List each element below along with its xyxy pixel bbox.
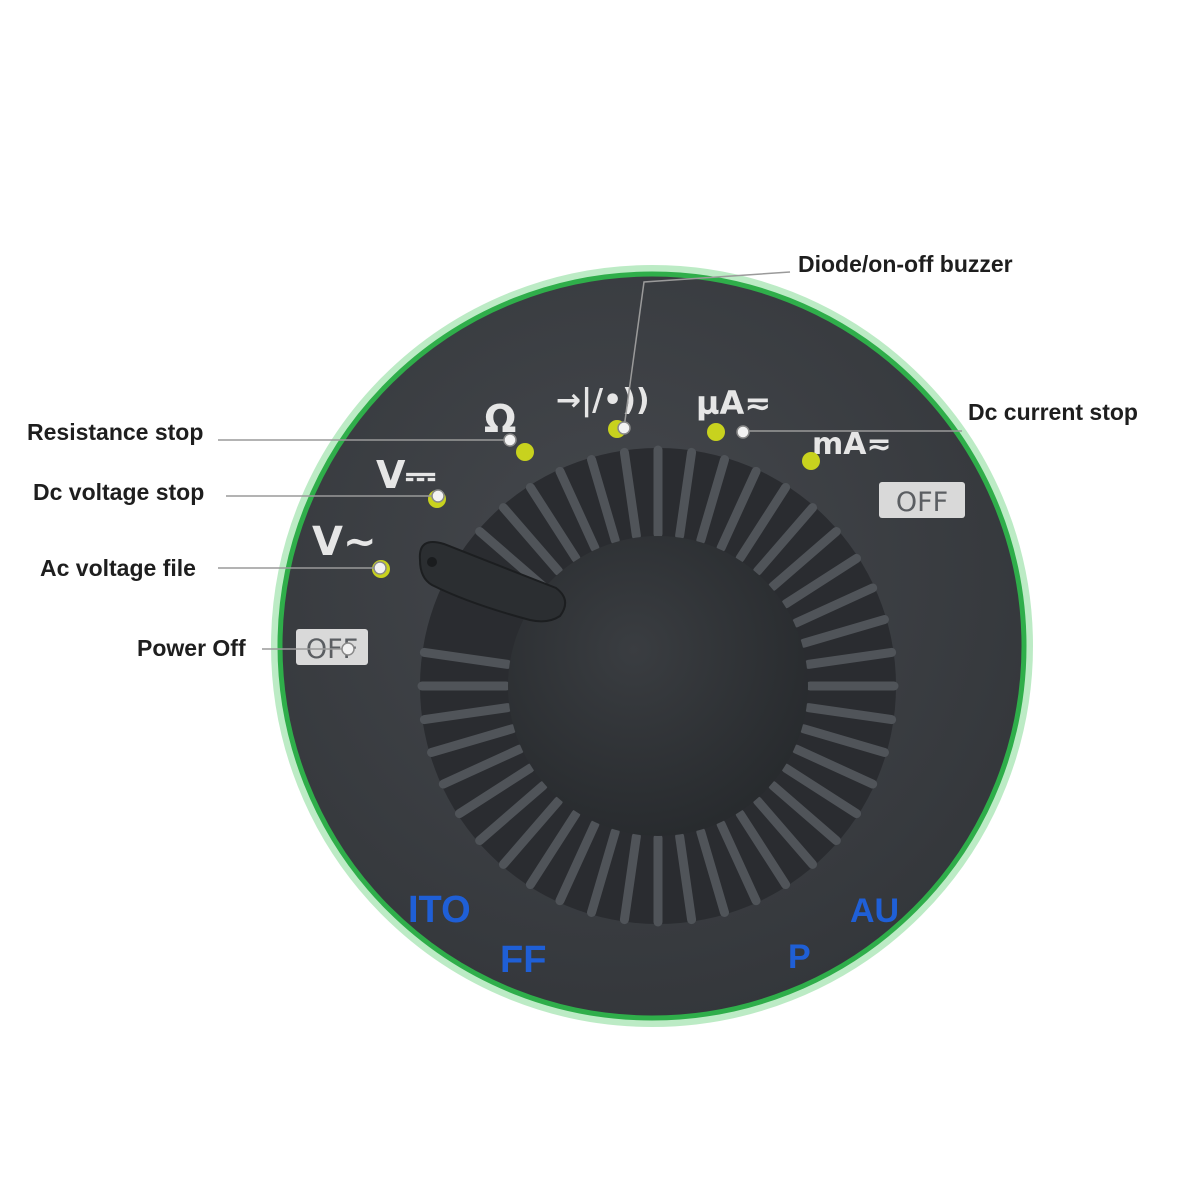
knob-rib [735,809,791,890]
knob-rib [475,781,548,846]
diode-buzzer-symbol: →|/•)) [556,383,650,418]
knob-rib [438,744,525,789]
knob-rib [498,796,563,869]
knob-rib [753,503,818,576]
callout-power-off: Power Off [137,635,246,661]
knob-rib [555,466,600,553]
dial-pointer [418,541,567,623]
knob-rib [587,827,620,917]
callout-ac-voltage-file: Ac voltage file [40,555,196,581]
knob-rib [716,466,761,553]
knob-rib [768,526,841,591]
callout-resistance-stop: Resistance stop [27,419,204,445]
knob-rib [803,703,897,725]
auto-text-left: ITO [408,889,471,931]
knob-rib [753,796,818,869]
auto-text-right: AU [850,892,899,930]
dc-voltage-symbol: V⎓ [376,453,436,497]
callout-diode-buzzer: Diode/on-off buzzer [798,251,1013,277]
knob-rib [555,819,600,906]
knob-rib [803,647,897,669]
callout-dc-current-stop: Dc current stop [968,399,1138,425]
knob-rib [768,781,841,846]
knob-rib [675,447,697,541]
indicator-dot-ma [802,452,820,470]
indicator-dot-ohm [516,443,534,461]
knob-rib [791,583,878,628]
auto-text-right-2: P [788,938,811,976]
callout-dc-voltage-stop: Dc voltage stop [33,479,205,505]
knob-rib [781,763,862,819]
auto-text-left-2: FF [500,939,546,981]
knob-rib [799,615,889,648]
svg-text:OFF: OFF [896,487,948,518]
knob-rib [675,831,697,925]
knob-rib [419,703,513,725]
knob-rib [791,744,878,789]
knob-rib [525,482,581,563]
off-badge-left: OFF [296,629,368,665]
leader-endpoints [341,421,750,656]
indicator-dot-ua [707,423,725,441]
knob-ribs [417,445,899,927]
knob-rib [419,647,513,669]
knob-rib [799,724,889,757]
off-badge-right: OFF [879,482,965,518]
knob-rib [619,447,641,541]
leader-lines [218,271,962,650]
knob-rib [475,526,548,591]
knob-rib [525,809,581,890]
knob-rib [696,455,729,545]
knob-rib [454,763,535,819]
knob-rib [427,724,517,757]
micro-amp-symbol: µA≂ [696,384,771,422]
knob-rib [716,819,761,906]
ac-voltage-symbol: V~ [312,519,376,565]
knob-rib [781,553,862,609]
knob-rib [696,827,729,917]
knob-rib [498,503,563,576]
knob-rib [735,482,791,563]
knob-top [508,536,808,836]
knob-rib [619,831,641,925]
pointer-notch [427,557,437,567]
knob-rib [587,455,620,545]
glow-ring [271,265,1033,1027]
milli-amp-symbol: mA≂ [812,427,892,462]
